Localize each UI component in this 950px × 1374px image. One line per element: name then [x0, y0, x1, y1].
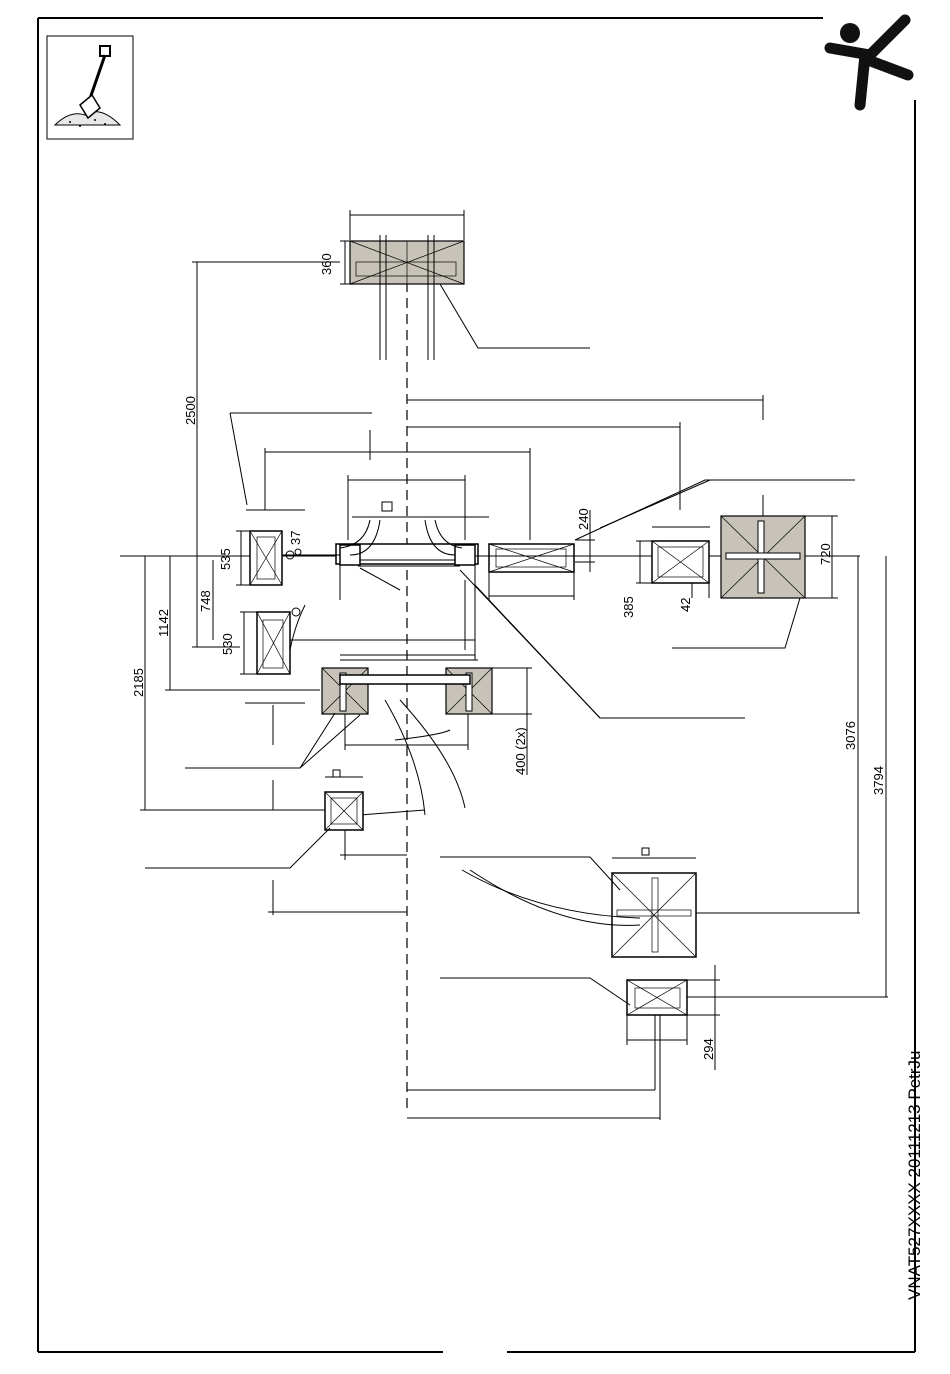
document-code: VNAT527XXXX 20111213 PetrJu [905, 1051, 925, 1301]
dim-37: 37 [288, 531, 303, 545]
dim-720: 720 [818, 543, 833, 565]
top-footing [340, 210, 590, 360]
dim-2185: 2185 [131, 668, 146, 697]
dim-530: 530 [220, 633, 235, 655]
stick-figure-logo-icon [830, 20, 908, 105]
dim-3794: 3794 [871, 766, 886, 795]
top-dimension-lines [230, 395, 763, 540]
left-footing-535 [236, 510, 340, 585]
small-square-footing [145, 770, 407, 868]
dim-535: 535 [218, 548, 233, 570]
dim-2500: 2500 [183, 396, 198, 425]
dim-42: 42 [678, 598, 693, 612]
dim-294: 294 [701, 1038, 716, 1060]
right-footing-385 [575, 480, 855, 598]
left-dimension-lines: 748 [140, 556, 407, 915]
shovel-in-sand-icon [47, 36, 133, 139]
dim-360: 360 [319, 253, 334, 275]
curved-track [360, 700, 465, 815]
dim-385: 385 [621, 596, 636, 618]
dim-1142: 1142 [156, 609, 171, 637]
lower-right-footing [440, 848, 860, 957]
dim-240: 240 [576, 508, 591, 530]
footing-294 [407, 965, 888, 1120]
dim-400-2x: 400 (2x) [513, 727, 528, 775]
dim-2500-lines [192, 262, 340, 647]
dim-748: 748 [198, 590, 213, 612]
dim-3076: 3076 [843, 721, 858, 750]
